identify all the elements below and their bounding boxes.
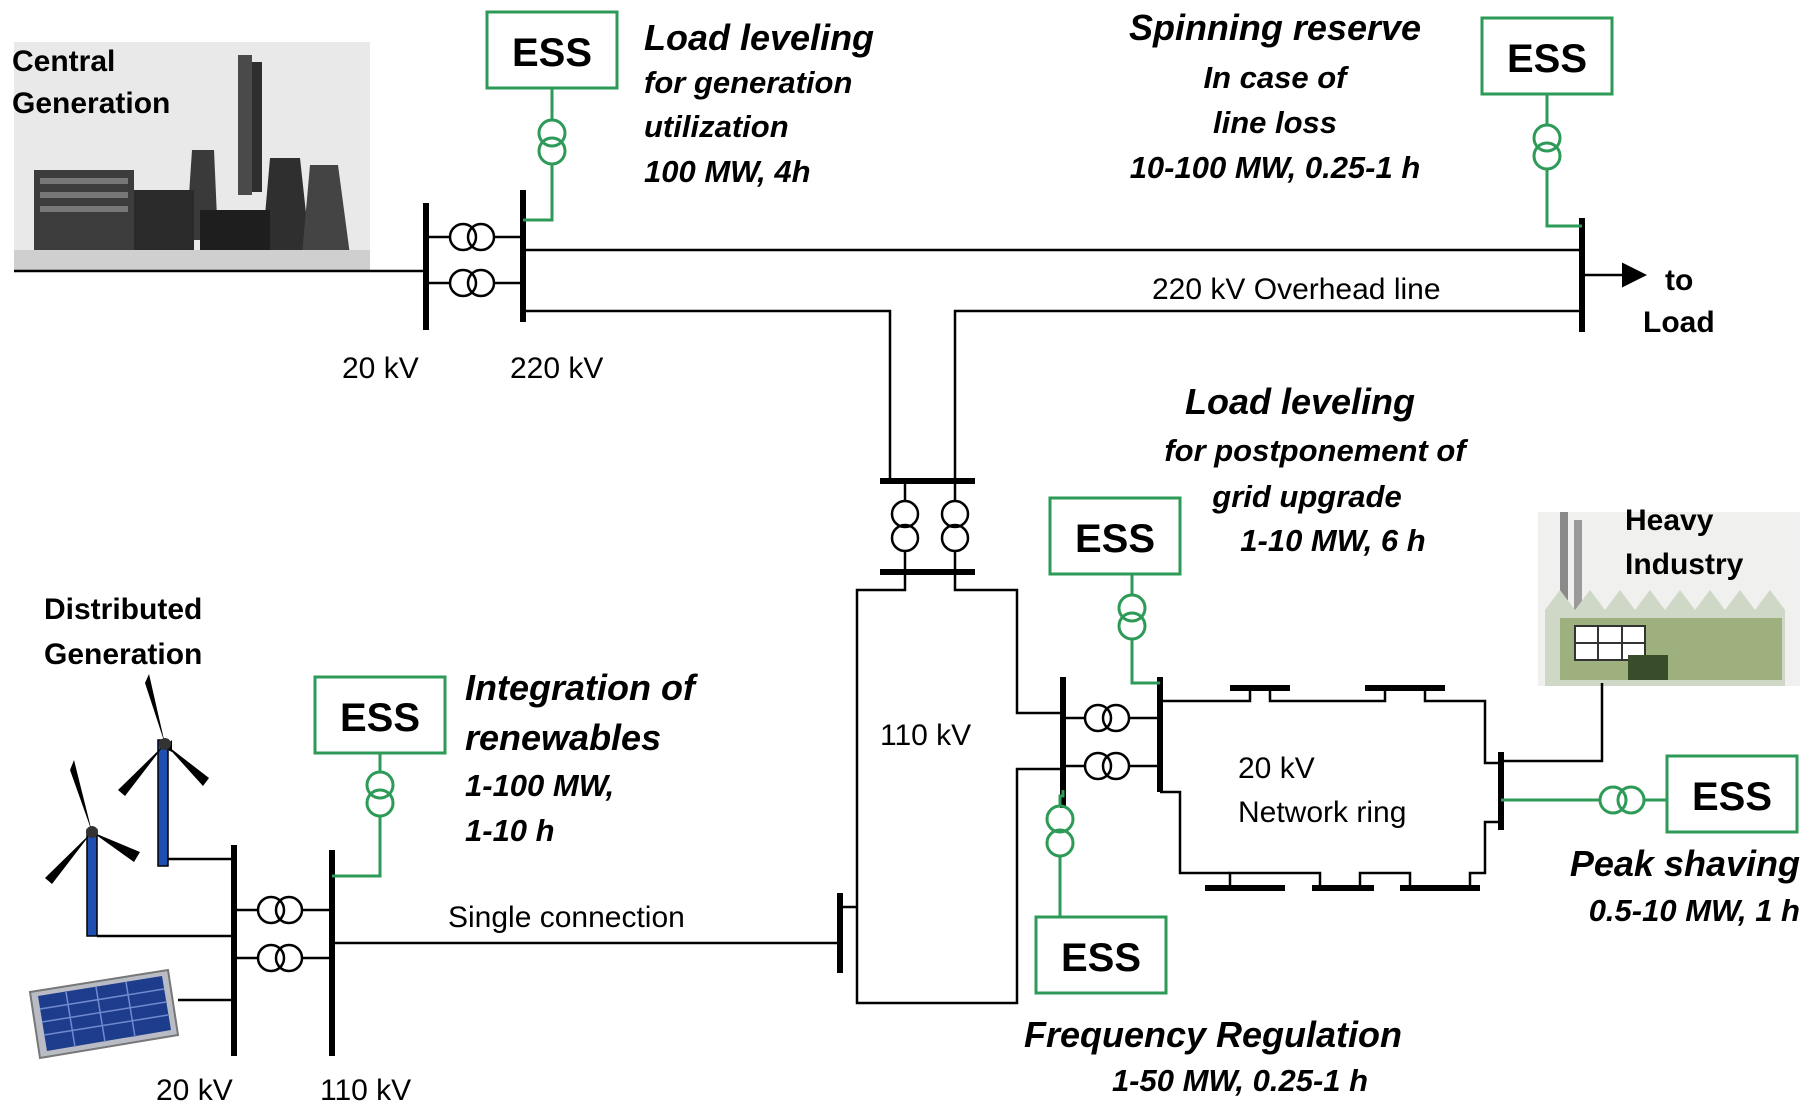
line-110kv-left-loop [855,572,1063,1005]
transformer-symbol-icon [234,895,332,925]
factory-icon [1538,512,1800,686]
single-connection-label: Single connection [448,901,685,934]
overhead-line-left-drop [523,309,892,478]
ring-name-label: Network ring [1238,796,1406,829]
network-ring [1160,685,1501,891]
transformer-symbol-icon [1117,574,1160,685]
overhead-line-right-drop [953,309,1582,478]
transformer-symbol-icon [1063,751,1160,781]
distributed-generation-label-2: Generation [44,638,202,671]
distributed-generation-label-1: Distributed [44,593,202,626]
app-frequency-title: Frequency Regulation [1024,1014,1402,1055]
ess-label-spinning: ESS [1507,37,1587,81]
app-load-leveling-grid-title: Load leveling [1185,381,1415,422]
to-load-label-2: Load [1643,306,1715,339]
transformer-symbol-icon [426,222,523,252]
app-spinning-reserve-line3: 10-100 MW, 0.25-1 h [1130,150,1421,185]
voltage-220kv-gen: 220 kV [510,352,603,385]
app-peak-shaving-line1: 0.5-10 MW, 1 h [1589,893,1800,928]
transformer-symbol-icon [890,481,920,572]
voltage-20kv-gen: 20 kV [342,352,419,385]
voltage-110kv-substation: 110 kV [880,719,971,752]
ess-box-frequency [1034,915,1168,995]
heavy-industry-label-2: Industry [1625,548,1744,581]
app-renewables-title-2: renewables [465,717,661,758]
transformer-symbol-icon [1501,785,1667,815]
heavy-industry-label-1: Heavy [1625,504,1714,537]
transformer-symbol-icon [332,753,395,878]
transformer-symbol-icon [1063,703,1160,733]
power-plant-icon [14,42,370,270]
app-load-leveling-gen-line3: 100 MW, 4h [644,154,811,189]
ring-voltage-label: 20 kV [1238,752,1315,785]
app-load-leveling-gen-line2: utilization [644,109,789,144]
ess-label-grid-upgrade: ESS [1075,517,1155,561]
ess-label-frequency: ESS [1061,936,1141,980]
ess-label-peak: ESS [1692,775,1772,819]
ess-box-generation [485,10,619,90]
ess-box-spinning [1480,16,1614,96]
app-load-leveling-grid-line2: grid upgrade [1211,479,1401,514]
to-load-label-1: to [1665,264,1693,297]
transformer-symbol-icon [523,88,567,222]
app-load-leveling-grid-line1: for postponement of [1164,433,1468,468]
app-spinning-reserve-line1: In case of [1204,60,1350,95]
transformer-symbol-icon [234,943,332,973]
wind-turbine-icon [45,760,140,937]
app-renewables-title-1: Integration of [465,667,698,708]
ess-label-generation: ESS [512,31,592,75]
transformer-symbol-icon [1045,790,1075,917]
ess-label-renewables: ESS [340,696,420,740]
voltage-20kv-dg: 20 kV [156,1074,233,1102]
central-generation-label-2: Generation [12,87,170,120]
transformer-symbol-icon [940,481,970,572]
solar-panel-icon [28,968,180,1060]
ess-box-grid-upgrade [1048,496,1182,576]
central-generation-label-1: Central [12,45,115,78]
app-frequency-line1: 1-50 MW, 0.25-1 h [1112,1063,1368,1098]
app-spinning-reserve-line2: line loss [1213,105,1337,140]
transformer-symbol-icon [426,268,523,298]
app-spinning-reserve-title: Spinning reserve [1129,7,1421,48]
ess-box-peak [1665,754,1799,834]
voltage-110kv-dg: 110 kV [320,1074,411,1102]
app-load-leveling-gen-line1: for generation [644,65,852,100]
line-to-industry [1501,683,1604,763]
app-load-leveling-gen-title: Load leveling [644,17,874,58]
transformer-symbol-icon [1532,94,1582,228]
app-renewables-line1: 1-100 MW, [465,768,614,803]
line-110kv-right [953,572,1063,715]
app-load-leveling-grid-line3: 1-10 MW, 6 h [1240,523,1425,558]
app-renewables-line2: 1-10 h [465,813,555,848]
wind-turbine-icon [118,674,209,867]
app-peak-shaving-title: Peak shaving [1570,843,1800,884]
overhead-line-label: 220 kV Overhead line [1152,273,1441,306]
